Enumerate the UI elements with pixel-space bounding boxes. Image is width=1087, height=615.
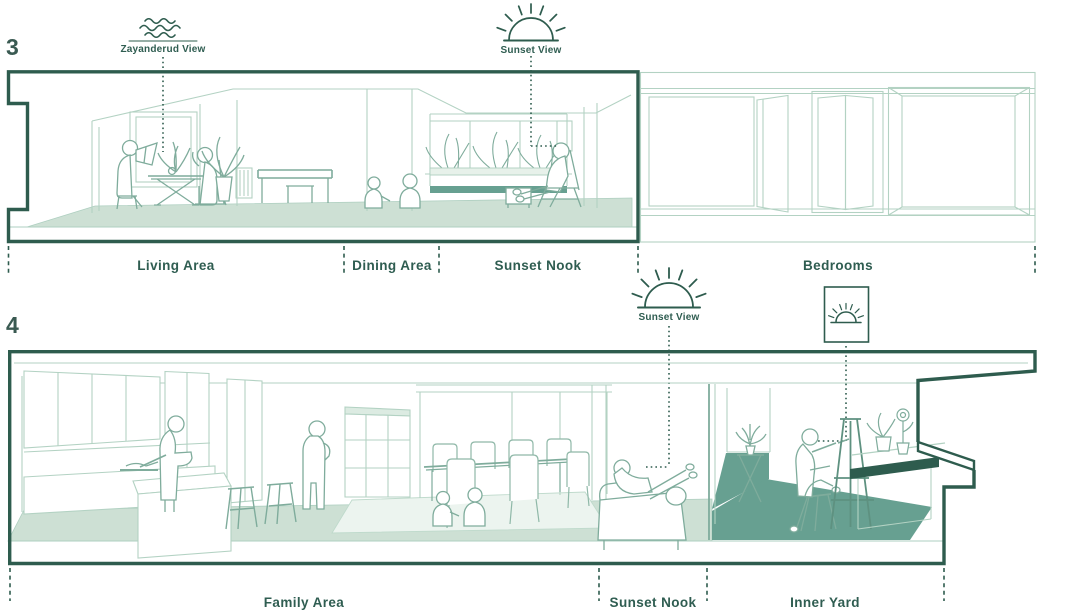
dimension-ticks xyxy=(7,246,1036,601)
area-label-bedrooms: Bedrooms xyxy=(803,258,873,273)
bar-stools xyxy=(225,482,297,530)
area-label-dining-area: Dining Area xyxy=(352,258,432,273)
dining-set xyxy=(423,438,590,529)
section-number-4: 4 xyxy=(6,312,19,338)
leader-lines xyxy=(162,56,847,468)
annotation-sunset-view-3: Sunset View xyxy=(500,45,562,56)
children-sitting xyxy=(432,487,486,527)
section3-outline xyxy=(6,70,640,244)
painter xyxy=(789,428,850,533)
area-label-family-area: Family Area xyxy=(263,595,345,610)
sunset-icon xyxy=(496,3,566,42)
area-label-inner-yard: Inner Yard xyxy=(790,595,860,610)
yard-bench xyxy=(850,457,939,530)
area-label-sunset-nook-4: Sunset Nook xyxy=(609,595,697,610)
piano xyxy=(257,169,333,203)
sunset-framed-icon xyxy=(823,286,870,343)
section3-floor xyxy=(8,197,638,228)
standing-person xyxy=(302,420,331,510)
sunset-icon xyxy=(631,267,707,309)
sunset-nook-sofa xyxy=(591,384,698,550)
annotation-sunset-view-4: Sunset View xyxy=(638,312,700,323)
section4-outline xyxy=(7,350,1037,566)
kitchen xyxy=(14,362,1028,559)
cooking-person xyxy=(120,415,193,512)
waves-icon xyxy=(128,17,198,42)
recliner-person xyxy=(505,142,582,208)
living-area-figures xyxy=(116,136,245,210)
annotation-zayanderud-view: Zayanderud View xyxy=(120,44,206,55)
inner-yard xyxy=(708,384,932,540)
planter-window xyxy=(425,131,568,193)
area-label-sunset-nook-3: Sunset Nook xyxy=(494,258,582,273)
section-number-3: 3 xyxy=(6,34,19,60)
bedrooms-drawing xyxy=(639,71,1036,243)
shelving-unit xyxy=(344,384,612,498)
section3-walls xyxy=(91,88,632,213)
children-playing xyxy=(364,173,421,209)
area-label-living-area: Living Area xyxy=(137,258,215,273)
